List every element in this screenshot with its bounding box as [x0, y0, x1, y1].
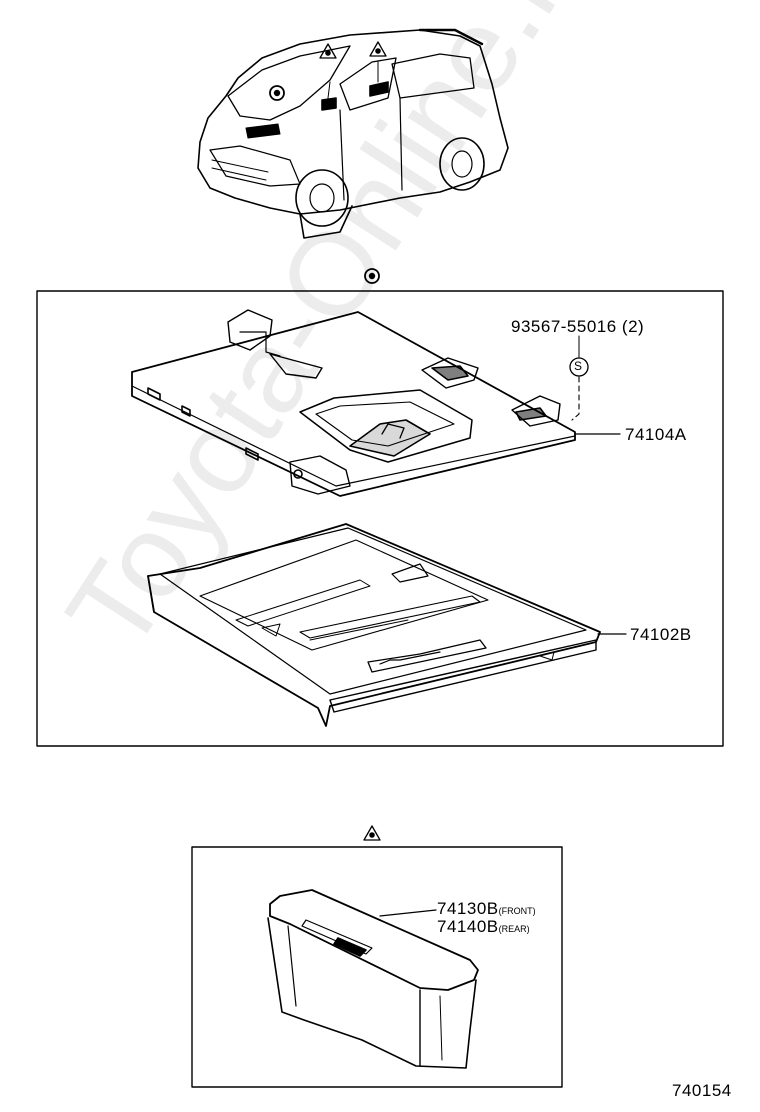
vehicle-illustration: [197, 28, 509, 239]
housing-part-number: 74104A: [625, 425, 687, 444]
target-marker-icon: [364, 268, 380, 284]
box-front-part-code: 74130B: [437, 899, 499, 918]
triangle-marker-icon: [369, 41, 387, 57]
box-leader-line: [379, 909, 437, 917]
diagram-number: 740154: [672, 1081, 732, 1100]
tray-74102b-drawing: [147, 523, 601, 727]
box-front-note: (FRONT): [498, 906, 536, 916]
storage-box-frame: [191, 846, 563, 1088]
tray-part-number: 74102B: [630, 625, 692, 644]
box-rear-note: (REAR): [498, 924, 530, 934]
bolt-symbol-circle: [569, 357, 589, 377]
main-assembly-frame: [36, 290, 724, 747]
storage-box-drawing: [267, 889, 479, 1069]
box-rear-part-number: 74140B(REAR): [437, 917, 530, 937]
bolt-part-number: 93567-55016 (2): [511, 317, 645, 336]
bolt-symbol-letter: S: [574, 359, 583, 373]
triangle-marker-icon: [363, 825, 381, 841]
target-marker-icon: [269, 85, 285, 101]
triangle-marker-icon: [319, 43, 337, 59]
box-front-part-number: 74130B(FRONT): [437, 899, 536, 919]
housing-74104a-drawing: [131, 309, 576, 497]
box-rear-part-code: 74140B: [437, 917, 499, 936]
bolt-dashed-leader: [571, 376, 580, 421]
